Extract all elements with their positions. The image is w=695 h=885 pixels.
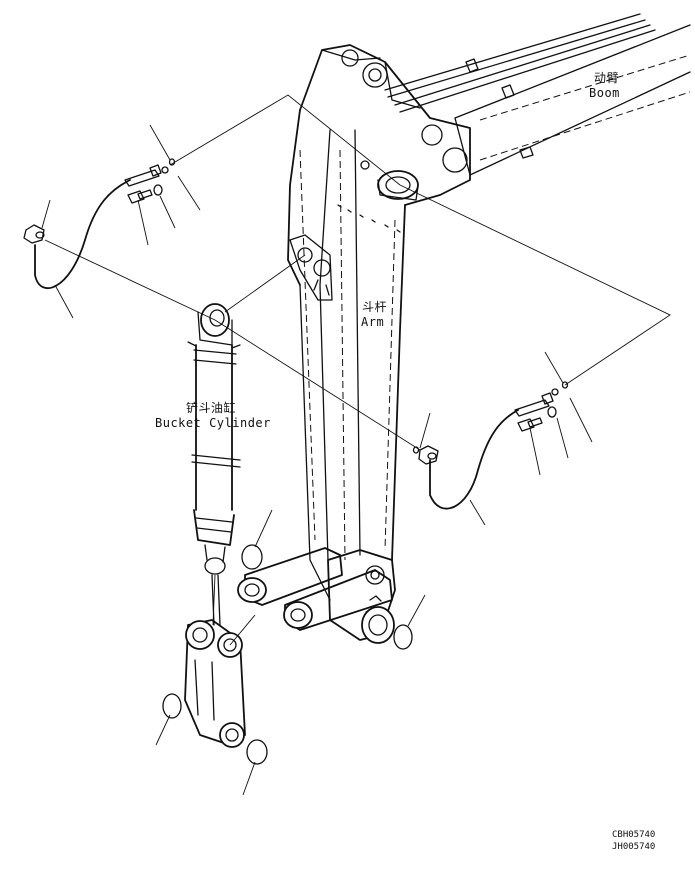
boom-assembly: [384, 13, 691, 176]
boom-label-en: Boom: [589, 86, 620, 100]
left-grease-fittings: [23, 158, 176, 290]
bucket-cylinder-label-en: Bucket Cylinder: [155, 416, 271, 430]
figure-code-2: JH005740: [612, 842, 655, 852]
callout-leaders: [41, 124, 593, 796]
connection-lines: [44, 94, 671, 646]
bucket-cylinder-label-cn: 铲斗油缸: [186, 400, 236, 415]
bucket-bracket: [184, 619, 246, 748]
seal-discs: [162, 544, 413, 765]
arm-label-cn: 斗杆: [362, 300, 387, 314]
arm-assembly: [287, 44, 471, 644]
arm-label-en: Arm: [361, 315, 384, 329]
right-grease-fittings: [412, 381, 569, 510]
bucket-link: [237, 547, 393, 631]
bucket-cylinder: [187, 303, 241, 626]
boom-label-cn: 动臂: [594, 71, 619, 85]
figure-code-1: CBH05740: [612, 830, 655, 840]
